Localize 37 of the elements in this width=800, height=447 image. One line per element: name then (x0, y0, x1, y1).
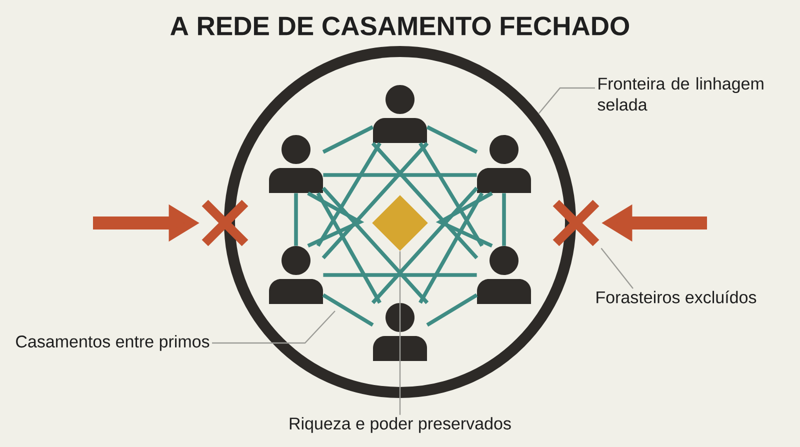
callout-label: Riqueza e poder preservados (290, 417, 511, 433)
title: A REDE DE CASAMENTO FECHADO (170, 16, 630, 36)
leader-line (538, 87, 595, 114)
leader-line (399, 251, 401, 415)
connection-line (436, 192, 493, 248)
cross-mark (202, 200, 248, 246)
connection-line (322, 125, 374, 154)
person-icon (477, 135, 531, 193)
connection-line (371, 186, 478, 304)
connection-line (502, 193, 506, 246)
connection-line (371, 142, 478, 260)
diamond (372, 195, 428, 251)
leader-line (600, 248, 634, 289)
person-icon (269, 246, 323, 304)
connection-line (316, 192, 382, 304)
connection-line (316, 142, 382, 247)
connection-line (426, 125, 478, 154)
connection-line (294, 193, 298, 246)
connection-line (426, 293, 478, 327)
person-icon (477, 246, 531, 304)
ring (224, 46, 576, 398)
connection-line (307, 192, 364, 248)
connection-line (322, 293, 374, 327)
callout-label: Forasteiros excluídos (596, 290, 756, 304)
leader-line (212, 310, 336, 344)
connection-line (322, 186, 429, 304)
connection-line (323, 273, 477, 277)
person-icon (269, 135, 323, 193)
callout-label: Casamentos entre primos (16, 335, 210, 351)
connection-line (418, 142, 484, 247)
person-icon (373, 85, 427, 143)
person-icon (373, 303, 427, 361)
connection-line (322, 142, 429, 260)
connection-line (323, 173, 477, 177)
cross-mark (552, 200, 600, 246)
callout-label: Fronteira de linhagem selada (598, 77, 764, 111)
connection-line (418, 192, 484, 304)
